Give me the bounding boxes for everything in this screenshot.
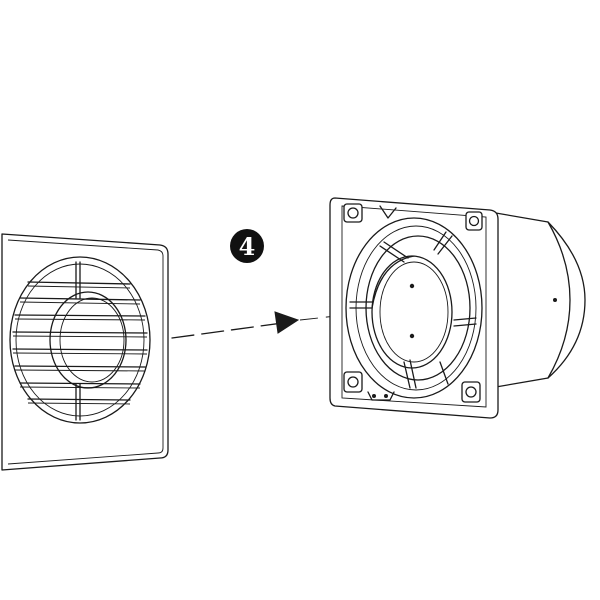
screw-bosses — [343, 203, 483, 403]
fan-body — [329, 197, 586, 419]
front-grille-cover — [1, 233, 169, 471]
step-number: 4 — [239, 232, 256, 261]
step-circle — [230, 229, 264, 263]
grille-slats — [12, 281, 148, 405]
step-badge: 4 — [230, 229, 264, 263]
